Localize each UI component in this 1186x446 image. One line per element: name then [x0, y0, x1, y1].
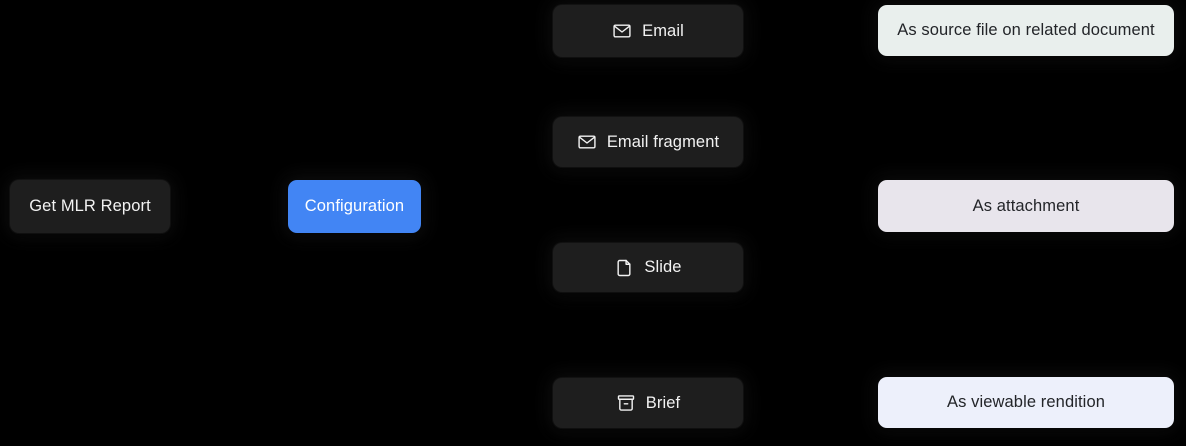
node-get-mlr-report[interactable]: Get MLR Report — [10, 180, 170, 233]
node-as-viewable-rendition[interactable]: As viewable rendition — [878, 377, 1174, 428]
node-label: As source file on related document — [897, 21, 1155, 40]
node-label: Configuration — [304, 197, 405, 216]
node-label: As viewable rendition — [946, 393, 1106, 412]
envelope-icon — [612, 21, 632, 41]
node-configuration[interactable]: Configuration — [288, 180, 421, 233]
node-label: Email — [642, 21, 684, 40]
node-as-source-file[interactable]: As source file on related document — [878, 5, 1174, 56]
node-email[interactable]: Email — [553, 5, 743, 57]
node-label: Brief — [645, 393, 681, 412]
node-label: As attachment — [972, 196, 1080, 215]
node-email-fragment[interactable]: Email fragment — [553, 117, 743, 167]
node-as-attachment[interactable]: As attachment — [878, 180, 1174, 232]
envelope-icon — [577, 132, 597, 152]
node-label: Email fragment — [606, 132, 720, 151]
node-slide[interactable]: Slide — [553, 243, 743, 292]
node-brief[interactable]: Brief — [553, 378, 743, 428]
node-label: Get MLR Report — [29, 197, 151, 216]
node-label: Slide — [644, 258, 682, 277]
archive-box-icon — [616, 393, 636, 413]
document-icon — [614, 258, 634, 278]
